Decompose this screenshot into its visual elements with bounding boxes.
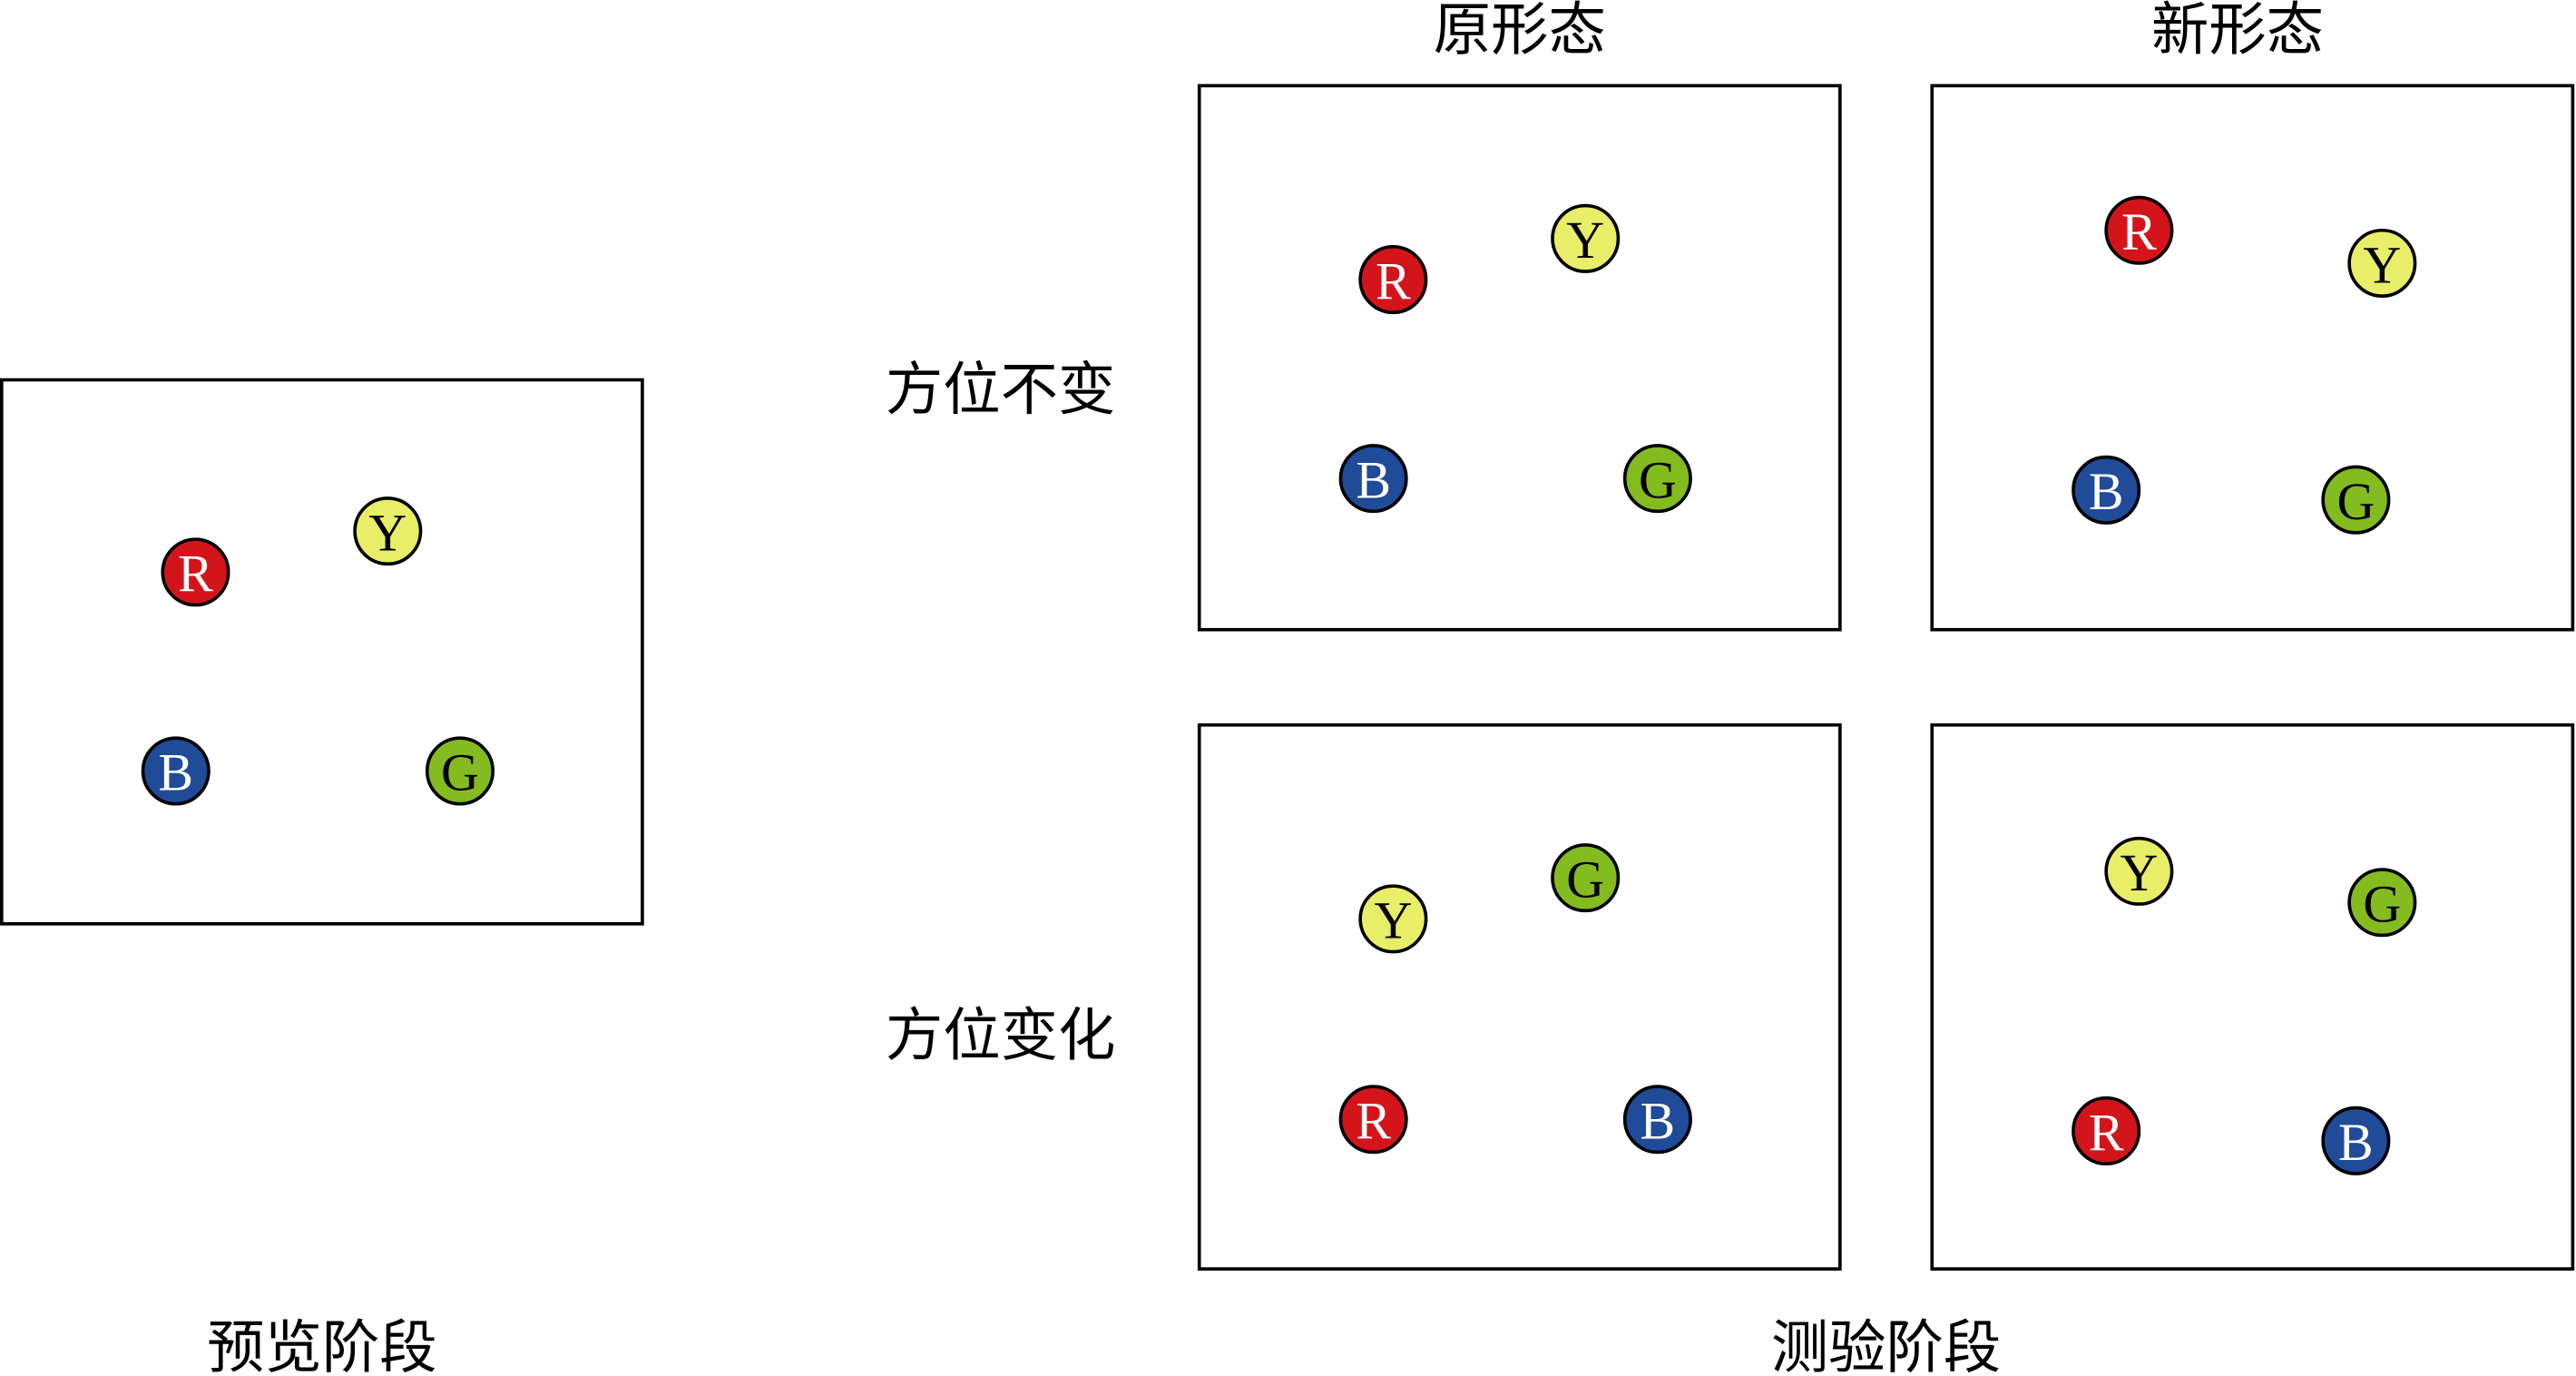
ball-letter: G: [441, 743, 479, 802]
ball-g: G: [2321, 465, 2391, 535]
ball-letter: R: [178, 545, 213, 604]
ball-circle: [1622, 444, 1692, 514]
ball-circle: [1358, 884, 1428, 954]
ball-r: R: [2072, 1096, 2141, 1165]
ball-letter: G: [1639, 450, 1677, 509]
row-label-orientation-changed: 方位变化: [886, 1002, 1115, 1069]
ball-b: B: [1338, 444, 1408, 514]
row-label-orientation-unchanged: 方位不变: [886, 356, 1115, 423]
ball-letter: Y: [2120, 843, 2158, 902]
panel-preview: R Y B G: [0, 378, 644, 926]
panel-frame: [1930, 84, 2575, 632]
ball-circle: [1358, 245, 1428, 315]
ball-b: B: [1622, 1085, 1692, 1155]
panel-frame: [0, 378, 644, 926]
ball-b: B: [2321, 1106, 2391, 1175]
header-original-shape: 原形态: [1434, 0, 1606, 64]
ball-circle: [353, 496, 423, 566]
ball-circle: [1338, 444, 1408, 514]
ball-circle: [2321, 1106, 2391, 1175]
panel-frame: [1197, 722, 1842, 1271]
ball-y: Y: [1551, 203, 1621, 273]
ball-r: R: [1338, 1085, 1408, 1155]
ball-letter: Y: [1566, 211, 1604, 270]
ball-circle: [2104, 836, 2174, 906]
panel-frame: [1197, 84, 1842, 632]
ball-g: G: [1622, 444, 1692, 514]
ball-letter: R: [2089, 1103, 2124, 1162]
ball-g: G: [2347, 868, 2417, 938]
ball-circle: [1551, 843, 1621, 913]
label-preview-stage: 预览阶段: [207, 1314, 436, 1376]
ball-r: R: [1358, 245, 1428, 315]
ball-letter: Y: [1374, 891, 1412, 950]
ball-g: G: [425, 736, 495, 806]
ball-circle: [425, 736, 495, 806]
ball-letter: B: [2338, 1113, 2374, 1172]
ball-letter: R: [1376, 251, 1411, 310]
ball-circle: [2104, 195, 2174, 265]
ball-g: G: [1551, 843, 1621, 913]
ball-y: Y: [353, 496, 423, 566]
ball-letter: Y: [2363, 235, 2401, 294]
ball-circle: [1338, 1085, 1408, 1155]
ball-letter: G: [2363, 875, 2401, 934]
header-new-shape: 新形态: [2151, 0, 2324, 64]
ball-circle: [161, 537, 230, 607]
ball-circle: [2347, 868, 2417, 938]
ball-circle: [2321, 465, 2391, 535]
ball-circle: [1622, 1085, 1692, 1155]
ball-y: Y: [1358, 884, 1428, 954]
panel-changed-new: Y G R B: [1930, 722, 2575, 1271]
ball-letter: R: [2121, 202, 2157, 261]
label-test-stage: 测验阶段: [1771, 1314, 2001, 1376]
ball-letter: R: [1356, 1092, 1391, 1151]
ball-circle: [2072, 1096, 2141, 1165]
ball-y: Y: [2347, 228, 2417, 298]
panel-changed-original: Y G R B: [1197, 722, 1842, 1271]
ball-b: B: [141, 736, 211, 806]
panel-unchanged-new: R Y B G: [1930, 84, 2575, 632]
panel-frame: [1930, 722, 2575, 1271]
ball-letter: B: [2089, 462, 2124, 521]
ball-circle: [1551, 203, 1621, 273]
ball-y: Y: [2104, 836, 2174, 906]
panel-unchanged-original: R Y B G: [1197, 84, 1842, 632]
ball-circle: [141, 736, 211, 806]
ball-circle: [2072, 455, 2141, 525]
ball-r: R: [2104, 195, 2174, 265]
ball-letter: Y: [368, 503, 406, 562]
ball-letter: G: [2336, 472, 2375, 531]
ball-letter: B: [1356, 450, 1391, 509]
ball-letter: G: [1566, 850, 1604, 909]
ball-letter: B: [158, 743, 193, 802]
ball-b: B: [2072, 455, 2141, 525]
ball-r: R: [161, 537, 230, 607]
ball-circle: [2347, 228, 2417, 298]
ball-letter: B: [1641, 1092, 1676, 1151]
